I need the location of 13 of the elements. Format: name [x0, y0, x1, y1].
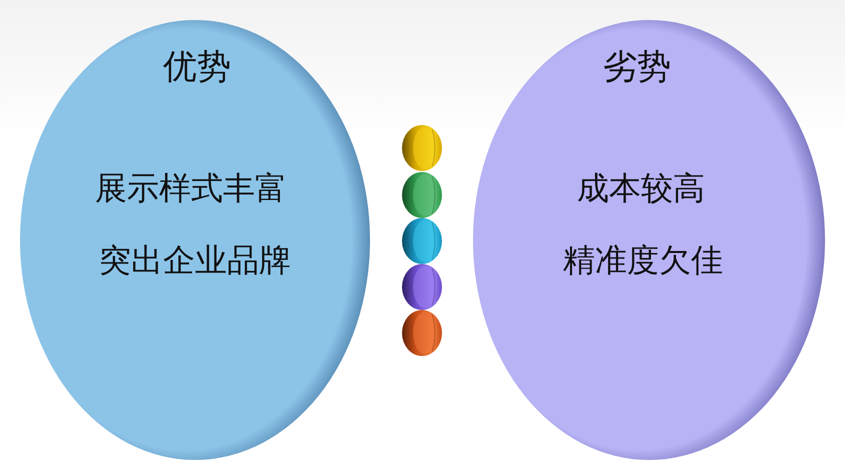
- ellipse-panel: [473, 20, 825, 460]
- ellipse-panel: [20, 20, 370, 460]
- ellipse-heading: 劣势: [603, 48, 671, 88]
- sphere-icon: [402, 172, 442, 218]
- ellipse-heading: 优势: [163, 48, 231, 88]
- ellipse-text: 精准度欠佳: [563, 242, 723, 279]
- sphere-icon: [402, 310, 442, 356]
- ellipse-text: 突出企业品牌: [99, 242, 291, 279]
- sphere-icon: [402, 218, 442, 264]
- sphere-icon: [402, 125, 442, 171]
- ellipse-text: 成本较高: [577, 170, 705, 207]
- sphere-icon: [402, 264, 442, 310]
- ellipse-text: 展示样式丰富: [95, 170, 287, 207]
